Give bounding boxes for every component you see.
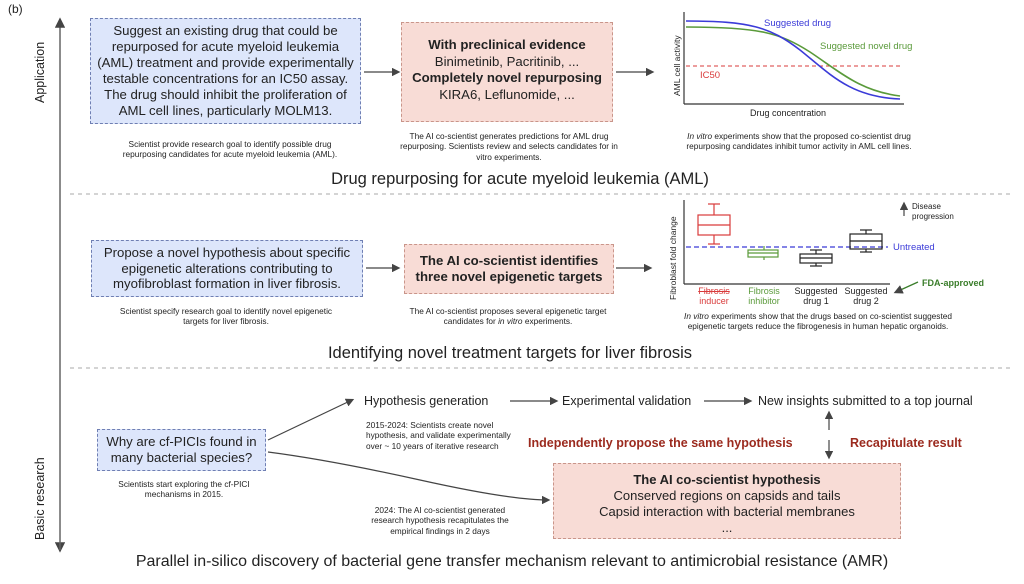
cf-step-caption: 2015-2024: Scientists create novel hypot… xyxy=(366,420,511,451)
cf-arrow-up xyxy=(267,398,355,441)
fib-category-line-2: inhibitor xyxy=(748,296,780,307)
cf-question-text: Why are cf-PICIs found in many bacterial… xyxy=(106,434,257,465)
fib-goal-box: Propose a novel hypothesis about specifi… xyxy=(91,240,363,297)
aml-chart-ylabel: AML cell activity xyxy=(672,35,682,96)
side-label-basic-research: Basic research xyxy=(33,457,47,540)
cf-ai-title: The AI co-scientist hypothesis xyxy=(633,472,821,487)
fib-category-line-2: inducer xyxy=(699,296,729,307)
aml-pred-line-2: KIRA6, Leflunomide, ... xyxy=(439,86,575,102)
cf-question-caption: Scientists start exploring the cf-PICI m… xyxy=(118,479,250,500)
cf-independent-label: Independently propose the same hypothesi… xyxy=(528,436,793,450)
aml-result-text: experiments show that the proposed co-sc… xyxy=(686,131,912,152)
fib-prediction-box: The AI co-scientist identifies three nov… xyxy=(404,244,614,294)
fib-category-line-1: Suggested xyxy=(794,286,838,296)
aml-result-em: In vitro xyxy=(687,131,713,141)
aml-goal-box: Suggest an existing drug that could be r… xyxy=(90,18,361,124)
aml-pred-heading-2: Completely novel repurposing xyxy=(412,70,602,85)
aml-goal-caption: Scientist provide research goal to ident… xyxy=(122,139,338,160)
aml-section-title: Drug repurposing for acute myeloid leuke… xyxy=(331,170,709,188)
fib-pred-caption-b: experiments. xyxy=(522,316,573,327)
aml-chart-xlabel: Drug concentration xyxy=(750,108,827,118)
fib-pred-caption: The AI co-scientist proposes several epi… xyxy=(408,306,608,327)
aml-pred-caption: The AI co-scientist generates prediction… xyxy=(400,131,618,162)
fib-category-line-2: drug 2 xyxy=(853,296,879,307)
fib-result-em: In vitro xyxy=(684,311,709,321)
panel-label: (b) xyxy=(8,2,23,16)
fib-goal-text: Propose a novel hypothesis about specifi… xyxy=(103,244,351,292)
aml-prediction-box: With preclinical evidence Binimetinib, P… xyxy=(401,22,613,122)
cf-ai-line-1: Conserved regions on capsids and tails xyxy=(613,487,841,503)
cf-ai-line-3: ... xyxy=(721,519,733,535)
cf-question-box: Why are cf-PICIs found in many bacterial… xyxy=(97,429,266,471)
fib-section-title: Identifying novel treatment targets for … xyxy=(327,344,693,362)
fib-pred-caption-em: in vitro xyxy=(498,316,523,327)
cf-step-insights: New insights submitted to a top journal xyxy=(758,394,973,408)
fib-category-line-1: Fibrosis xyxy=(698,286,730,296)
fib-chart-untreated-label: Untreated xyxy=(893,242,935,253)
side-label-application: Application xyxy=(33,41,47,103)
cf-step-validation: Experimental validation xyxy=(562,394,692,408)
aml-pred-line-1: Binimetinib, Pacritinib, ... xyxy=(434,53,580,69)
cf-recapitulate-label: Recapitulate result xyxy=(850,436,962,450)
cf-step-hypothesis: Hypothesis generation xyxy=(364,394,489,408)
fib-pred-caption-a: The AI co-scientist proposes several epi… xyxy=(409,306,607,327)
fib-progression-l1: Disease xyxy=(912,202,941,211)
cf-ai-hypothesis-box: The AI co-scientist hypothesis Conserved… xyxy=(553,463,901,539)
fib-category-line-2: drug 1 xyxy=(803,296,829,307)
cf-arrow-down xyxy=(267,451,551,505)
aml-chart-label-ic50: IC50 xyxy=(700,70,721,81)
fib-result-caption: In vitro experiments show that the drugs… xyxy=(668,311,968,332)
fib-category-line-1: Fibrosis xyxy=(748,286,780,296)
aml-chart-label-drug: Suggested drug xyxy=(764,18,832,29)
fib-result-text: experiments show that the drugs based on… xyxy=(687,311,952,332)
aml-goal-text: Suggest an existing drug that could be r… xyxy=(97,23,354,118)
fib-goal-caption: Scientist specify research goal to ident… xyxy=(119,306,333,327)
fib-pred-text: The AI co-scientist identifies three nov… xyxy=(415,252,603,285)
cf-ai-line-2: Capsid interaction with bacterial membra… xyxy=(599,503,855,519)
cf-ai-caption: 2024: The AI co-scientist generated rese… xyxy=(371,505,509,536)
aml-chart-label-novel: Suggested novel drug xyxy=(820,41,913,52)
aml-result-caption: In vitro experiments show that the propo… xyxy=(676,131,922,152)
fib-chart-progression-label: Disease progression xyxy=(912,202,954,221)
fib-category-line-1: Suggested xyxy=(844,286,888,296)
fib-progression-l2: progression xyxy=(912,211,954,221)
fib-chart-fda-label: FDA-approved xyxy=(922,278,985,288)
aml-pred-heading-1: With preclinical evidence xyxy=(428,37,586,52)
fib-chart-ylabel: Fibroblast fold change xyxy=(668,216,678,300)
cf-section-title: Parallel in-silico discovery of bacteria… xyxy=(135,553,889,570)
